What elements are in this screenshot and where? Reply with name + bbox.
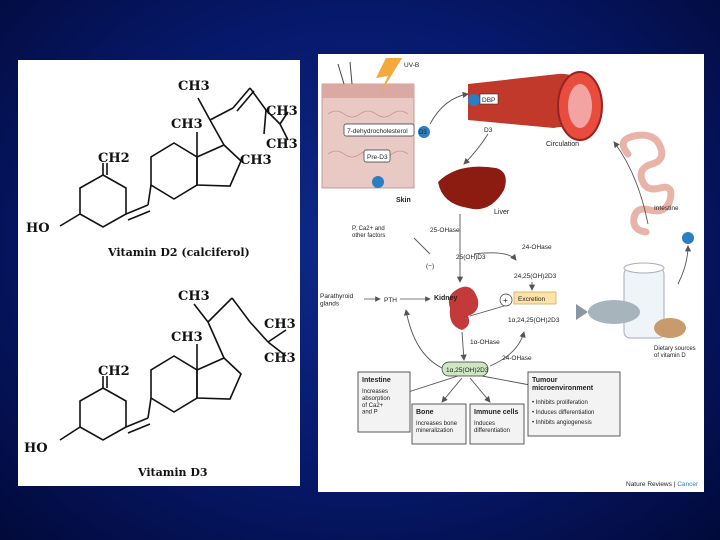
- intestine-effect-title: Intestine: [362, 377, 391, 384]
- excretion-box: [513, 291, 557, 305]
- d3-skeleton: [59, 297, 287, 441]
- tumour-item: • Inhibits angiogenesis: [532, 420, 592, 426]
- credit-section: Cancer: [677, 481, 699, 488]
- d2-caption: Vitamin D2 (calciferol): [107, 246, 250, 259]
- hase25-label: 25-OHase: [430, 227, 460, 234]
- credit-separator: |: [672, 481, 677, 488]
- d3-ch3-top: CH3: [178, 289, 210, 304]
- hase24-bottom-label: 24-OHase: [502, 355, 532, 362]
- ohd3-label: 25(OH)D3: [456, 254, 486, 261]
- blood-vessel-illustration: [468, 71, 603, 141]
- liver-label: Liver: [494, 209, 510, 216]
- pre-d3-label: Pre-D3: [367, 154, 388, 161]
- calcitriol-box: [441, 361, 489, 377]
- bone-effect-box: [411, 403, 467, 445]
- bone-effect-title: Bone: [416, 409, 434, 416]
- dehydrocholesterol-label: 7-dehydrocholesterol: [347, 128, 408, 135]
- uvb-label: UV-B: [404, 62, 419, 69]
- tumour-effect-box: [527, 371, 621, 437]
- intestine-top-label: Intestine: [654, 205, 679, 212]
- dehydrocholesterol-box: [343, 123, 415, 137]
- intestine-illustration: [619, 131, 675, 236]
- d2-labels: CH3 CH3 CH3 CH3 CH3 CH2 HO Vitamin D2 (c…: [26, 79, 298, 259]
- intestine-d3-circle-icon: [682, 232, 694, 244]
- skin-d3-circle-icon: [372, 176, 384, 188]
- d2-ch3-top: CH3: [178, 79, 210, 94]
- d3-circle-icon: [418, 126, 430, 138]
- kidney-label: Kidney: [434, 295, 457, 302]
- d3-circle-label: D3: [419, 130, 427, 136]
- plus-circle-icon: [499, 293, 513, 307]
- credit-journal: Nature Reviews: [626, 481, 673, 488]
- d2-ch3-r3: CH3: [240, 153, 272, 168]
- d24-25-label: 24,25(OH)2D3: [514, 273, 557, 280]
- calcitriol-label: 1α,25(OH)2D3: [446, 367, 489, 374]
- d3-ch2: CH2: [98, 364, 130, 379]
- tumour-item: • Induces differentiation: [532, 410, 594, 416]
- d2-ho: HO: [26, 221, 50, 236]
- structures-panel: CH3 CH3 CH3 CH3 CH3 CH2 HO Vitamin D2 (c…: [18, 60, 300, 486]
- metabolism-panel: UV-B 7-dehydrocholesterol Pre-D3 D3 Skin…: [318, 54, 704, 492]
- immune-effect-box: [469, 403, 525, 445]
- tumour-item: • Inhibits proliferation: [532, 400, 588, 406]
- uv-lightning-icon: [376, 58, 402, 94]
- circulation-label: Circulation: [546, 141, 579, 148]
- d2-skeleton: [59, 87, 289, 228]
- d3-ho: HO: [24, 441, 48, 456]
- svg-text:+: +: [503, 296, 508, 305]
- dietary-sources-illustration: [576, 262, 686, 339]
- excretion-label: Excretion: [518, 296, 545, 303]
- kidney-illustration: [448, 286, 479, 330]
- d3-small-label: D3: [484, 127, 493, 134]
- d3-labels: CH3 CH3 CH3 CH3 CH2 HO Vitamin D3: [24, 289, 296, 479]
- liver-illustration: [438, 166, 506, 210]
- minus-label: (−): [426, 263, 434, 270]
- skin-illustration: [321, 58, 415, 189]
- immune-effect-title: Immune cells: [474, 409, 518, 416]
- credit-line: Nature Reviews | Cancer: [626, 481, 699, 488]
- d2-ch3-r2: CH3: [266, 137, 298, 152]
- flow-arrows: [401, 91, 692, 403]
- pth-label: PTH: [384, 297, 397, 304]
- vitamin-d-structures: CH3 CH3 CH3 CH3 CH3 CH2 HO Vitamin D2 (c…: [24, 79, 298, 479]
- skin-label: Skin: [396, 197, 411, 204]
- d3-ch3-r2: CH3: [264, 351, 296, 366]
- pre-d3-box: [363, 149, 391, 163]
- intestine-effect-box: [357, 371, 411, 433]
- d2-ch3-r1: CH3: [266, 104, 298, 119]
- hase1a-label: 1α-OHase: [470, 339, 500, 346]
- d2-ch3-mid: CH3: [171, 117, 203, 132]
- dbp-label: DBP: [482, 97, 495, 104]
- d1-24-25-label: 1α,24,25(OH)2D3: [508, 317, 560, 324]
- vitamin-d-metabolism-diagram: UV-B 7-dehydrocholesterol Pre-D3 D3 Skin…: [320, 58, 699, 488]
- d3-caption: Vitamin D3: [137, 466, 208, 479]
- d2-ch2: CH2: [98, 151, 130, 166]
- d3-ch3-mid: CH3: [171, 330, 203, 345]
- d3-ch3-r1: CH3: [264, 317, 296, 332]
- hase24-top-label: 24-OHase: [522, 244, 552, 251]
- dbp-box: [479, 93, 499, 105]
